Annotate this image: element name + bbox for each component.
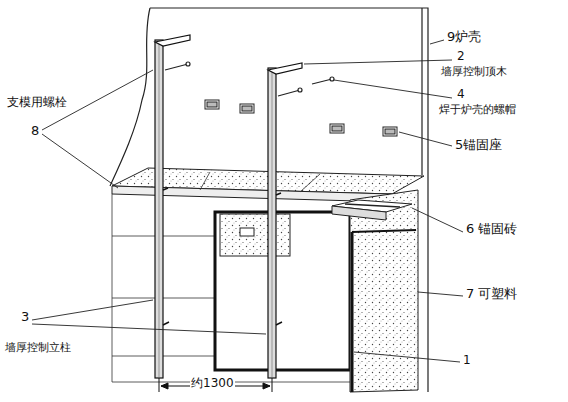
part-label: 墙厚控制立柱 [4,342,72,355]
dimension-text: 约1300 [190,377,235,391]
part-label: 5锚固座 [454,138,503,153]
furnace-shell [110,8,428,392]
callout-number: 2 [456,50,466,64]
part-label: 9炉壳 [446,30,482,45]
dimension-line [159,378,272,392]
shell-nut [165,62,334,96]
top-control-wood [155,35,302,74]
thickness-control-post [155,40,282,378]
leader-line [32,40,463,362]
callout-number: 1 [462,354,472,368]
callout-number: 3 [20,310,30,325]
part-label: 6 锚固砖 [465,222,518,237]
anchor-seat [205,100,397,136]
part-label: 7 可塑料 [465,287,518,302]
part-label: 焊于炉壳的螺帽 [438,104,517,117]
part-label: 墙厚控制顶木 [440,66,508,79]
callout-number: 8 [30,124,40,139]
callout-number: 4 [456,88,466,102]
anchor-window [220,214,290,256]
wall-joints [112,194,350,382]
formwork [215,212,350,370]
part-label: 支模用螺栓 [6,96,68,110]
plastic-block [350,190,418,392]
